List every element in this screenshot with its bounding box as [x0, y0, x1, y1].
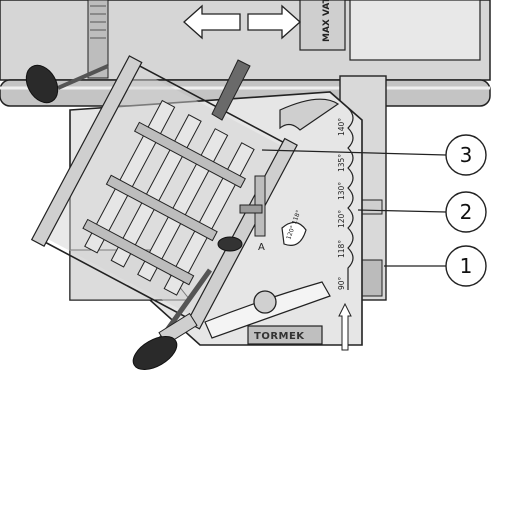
adjustment-slot: [204, 281, 331, 339]
clamp-frame: [30, 55, 298, 330]
upper-clamp-knob: [25, 64, 109, 104]
drill-bit: [211, 59, 251, 121]
angle-135: 135°: [337, 154, 346, 172]
callout-1-number: 1: [460, 254, 473, 278]
up-arrow-icon: [338, 302, 352, 351]
angle-90: 90°: [337, 276, 346, 290]
lower-clamp-knob: [132, 268, 213, 370]
brand-logo-text: TORMEK: [254, 331, 305, 342]
callout-3-number: 3: [460, 143, 473, 167]
angle-120: 120°: [337, 210, 346, 228]
threaded-post: [217, 175, 266, 252]
brand-plate: TORMEK: [247, 325, 323, 345]
angle-130: 130°: [337, 182, 346, 200]
callout-2: 2: [445, 191, 487, 233]
angle-118: 118°: [337, 240, 346, 258]
callout-1: 1: [445, 245, 487, 287]
threaded-shaft: [90, 5, 106, 39]
double-arrow-icon: [183, 4, 301, 40]
callout-2-number: 2: [460, 200, 473, 224]
callout-leaders: [261, 149, 447, 267]
angle-140: 140°: [337, 118, 346, 136]
angle-scale: 140° 135° 130° 120° 118° 90°: [337, 107, 354, 290]
max-vat-label: MAX VAT: [322, 0, 332, 42]
callout-3: 3: [445, 134, 487, 176]
max-vat-plate: MAX VAT: [322, 0, 332, 42]
letter-a: A: [258, 242, 265, 253]
